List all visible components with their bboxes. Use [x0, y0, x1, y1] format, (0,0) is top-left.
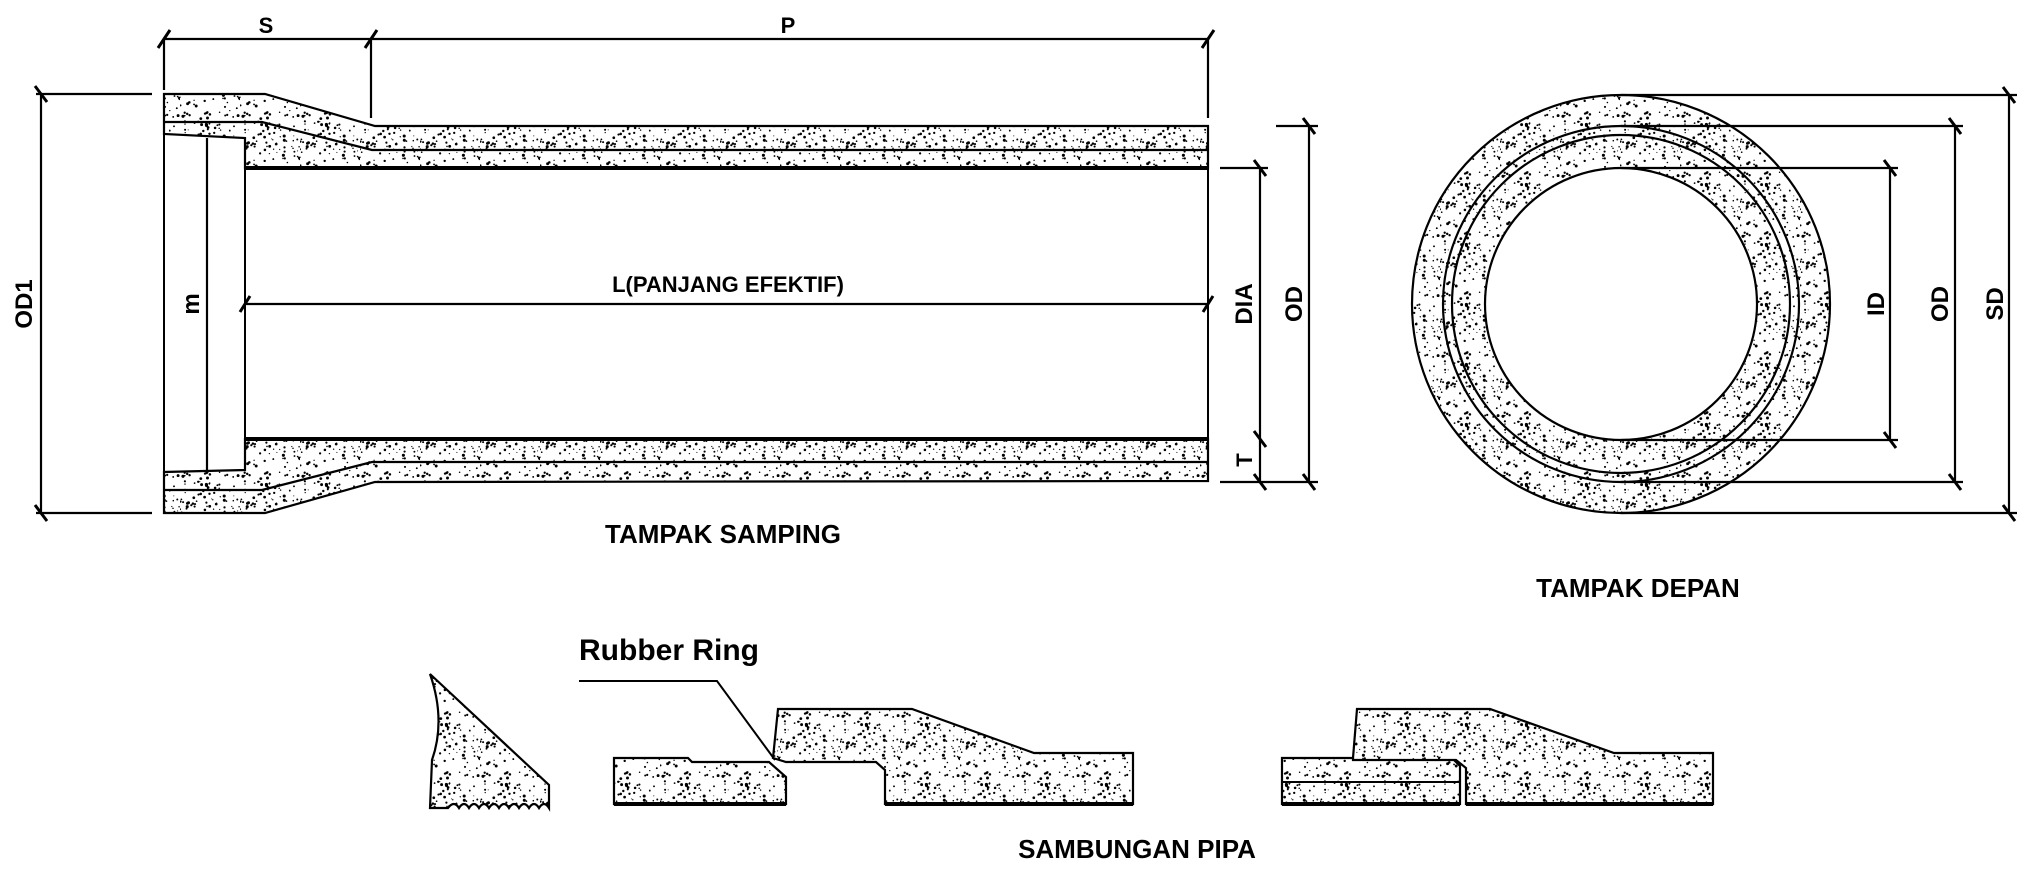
dim-dia-label: DIA [1231, 283, 1258, 324]
front-view-title: TAMPAK DEPAN [1536, 573, 1740, 603]
joint-detail: Rubber Ring SAMBUNGAN PIPA [428, 634, 1715, 864]
side-view: S P OD1 m L(PANJANG EFEKTIF) DIA T OD [11, 13, 1318, 549]
joint1-bell [771, 707, 1135, 806]
dim-od-front-label: OD [1927, 286, 1954, 322]
dim-m-label: m [178, 293, 205, 314]
rubber-ring-section [428, 673, 551, 812]
bore [1483, 166, 1759, 442]
dim-t-label: T [1232, 453, 1257, 467]
dim-id-label: ID [1863, 292, 1890, 316]
spigot-ring-inner [1450, 133, 1792, 475]
reinforcement-line-top [164, 120, 1208, 152]
joint-title: SAMBUNGAN PIPA [1018, 834, 1256, 864]
pipe-top-wall [162, 92, 1210, 170]
dim-l-label: L(PANJANG EFEKTIF) [612, 272, 844, 297]
dim-s-label: S [259, 13, 274, 38]
rubber-ring-leader [579, 680, 776, 761]
reinforcement-line-bottom [164, 460, 1208, 492]
dim-od1-label: OD1 [11, 279, 38, 328]
rubber-ring-label: Rubber Ring [579, 634, 759, 667]
side-view-title: TAMPAK SAMPING [605, 519, 841, 549]
dim-p-label: P [781, 13, 796, 38]
dim-sd-label: SD [1982, 287, 2009, 320]
front-view: ID OD SD TAMPAK DEPAN [1410, 86, 2017, 603]
dim-od-label: OD [1281, 286, 1308, 322]
joint1-spigot [612, 756, 788, 806]
